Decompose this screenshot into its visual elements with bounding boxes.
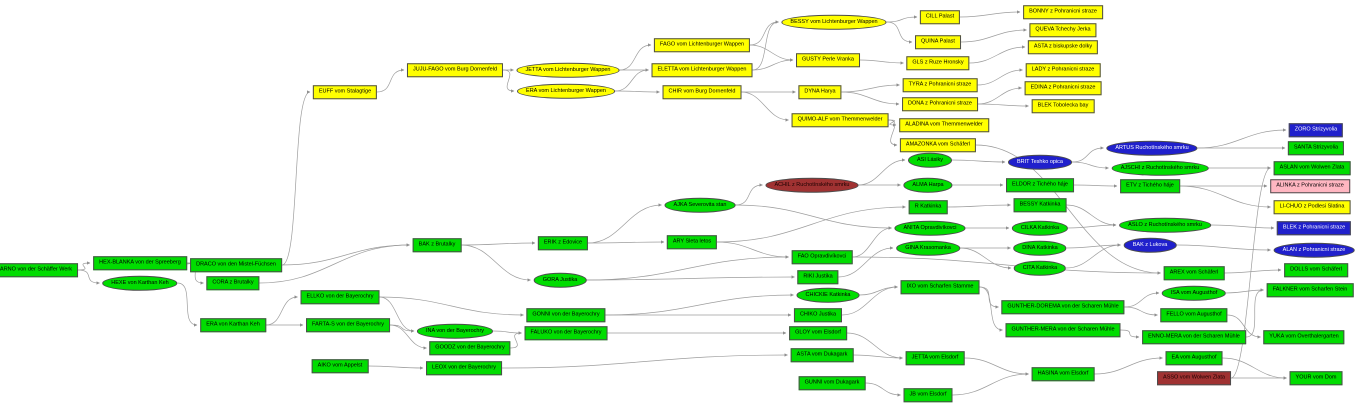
graph-node[interactable]: GONNI von der Bayerochry <box>526 308 606 322</box>
graph-node[interactable]: LI-CHUO z Podlesi Slatina <box>1273 200 1351 214</box>
graph-node[interactable]: ELETTA vom Lichtenburger Wappen <box>651 63 753 77</box>
graph-node[interactable]: ERA vom Lichtenburger Wappen <box>517 83 615 99</box>
graph-node[interactable]: ASTA vom Dukagark <box>790 348 854 362</box>
graph-node[interactable]: GUNNI vom Dukagark <box>798 376 866 390</box>
graph-node[interactable]: BESSY vom Lichtenburger Wappen <box>781 14 887 30</box>
graph-node[interactable]: HEXE von Karthan Keh <box>102 275 178 291</box>
graph-node[interactable]: ASI Lásiky <box>908 152 952 168</box>
graph-node[interactable]: ALADINA vom Themmenwelder <box>899 118 989 132</box>
graph-node[interactable]: R Katkinka <box>908 200 948 214</box>
graph-node[interactable]: GOODZ von der Bayerochry <box>429 341 511 355</box>
graph-node[interactable]: DRACO von den Mistel-Füchsen <box>190 258 282 272</box>
graph-node[interactable]: HEX-BLANKA von der Spreeberg <box>93 256 187 270</box>
graph-node[interactable]: TYRA z Pohranicni straze <box>902 78 978 92</box>
graph-node[interactable]: GLOY vom Elsdorf <box>789 326 847 340</box>
graph-node[interactable]: CORA z Brutalky <box>206 276 260 290</box>
graph-node[interactable]: BRIT Teshko opica <box>1008 154 1072 170</box>
graph-node[interactable]: GUSTY Perle Vranka <box>796 53 860 67</box>
graph-node[interactable]: BONNY z Pohranicni straze <box>1023 5 1103 19</box>
graph-node[interactable]: ALINKA z Pohranicni straze <box>1270 179 1350 193</box>
graph-node[interactable]: ASLAN vom Wolwen Zlata <box>1273 161 1351 175</box>
graph-node[interactable]: HASINA vom Elsdorf <box>1031 367 1095 381</box>
graph-node[interactable]: CHICKIE Katkinka <box>796 287 860 303</box>
graph-node[interactable]: ARNO von der Schäffer Werk <box>0 263 78 277</box>
graph-node[interactable]: GUNTHER-DOREMA von der Scharen Mühle <box>1001 300 1125 314</box>
graph-node[interactable]: ASTA z biskupske dolky <box>1027 40 1099 54</box>
graph-node[interactable]: IXO vom Scharfen Stamme <box>900 280 980 294</box>
graph-node[interactable]: DYNA Harya <box>798 85 842 99</box>
graph-node[interactable]: ETV z Tichého háje <box>1120 179 1180 193</box>
graph-node[interactable]: FAGO vom Lichtenburger Wappen <box>653 38 751 52</box>
graph-node[interactable]: AREX vom Schäferl <box>1163 266 1225 280</box>
graph-node[interactable]: RIKI Justika <box>797 270 839 284</box>
graph-node[interactable]: EUFF vom Stalagtige <box>312 85 378 99</box>
graph-node[interactable]: ENNO-MERA von der Scharen Mühle <box>1142 330 1246 344</box>
graph-node[interactable]: ELDOR z Tichého háje <box>1006 178 1074 192</box>
graph-node[interactable]: FARTA-S von der Bayerochry <box>306 318 390 332</box>
graph-node[interactable]: BLEK Tobolecka bay <box>1031 99 1095 113</box>
graph-node[interactable]: ACHIL z Ruchotínského smrku <box>765 177 859 193</box>
graph-node[interactable]: BAK z Brutalky <box>412 238 462 252</box>
graph-node[interactable]: GINA Krasomanka <box>896 240 960 256</box>
graph-node[interactable]: ARY Sleta letos <box>666 235 718 249</box>
graph-node[interactable]: CHIKO Justika <box>793 308 843 322</box>
graph-node[interactable]: FALUKO von der Bayerochry <box>524 326 608 340</box>
graph-node[interactable]: ASLO z Ruchotínského smrku <box>1119 217 1211 233</box>
graph-node[interactable]: ERIK z Edovice <box>537 236 589 250</box>
graph-node[interactable]: JUJU-FAGO vom Burg Dornenfeld <box>406 63 504 77</box>
graph-node[interactable]: DONA z Pohranicni straze <box>902 97 978 111</box>
graph-node[interactable]: JETTA vom Lichtenburger Wappen <box>516 62 620 78</box>
graph-node[interactable]: SANTA Strizyvolia <box>1287 141 1345 155</box>
graph-node[interactable]: GORA Justika <box>533 272 587 288</box>
graph-node[interactable]: GLS z Ruze Hronsky <box>906 56 970 70</box>
graph-node[interactable]: JETTA vom Elsdorf <box>905 351 965 365</box>
graph-node[interactable]: ANITA Opravdivíkovci <box>894 220 966 236</box>
graph-node[interactable]: BLEK z Pohranicni straze <box>1276 221 1352 235</box>
graph-node[interactable]: BAK z Lukova <box>1123 237 1177 253</box>
graph-node[interactable]: QUINA Palast <box>915 35 961 49</box>
graph-node[interactable]: FALKNER vom Scharfen Stein <box>1266 283 1354 297</box>
graph-node[interactable]: FAO Opravdivíkovci <box>791 250 853 264</box>
graph-node[interactable]: GUNTHER-MERA von der Scharen Mühle <box>1005 323 1121 337</box>
graph-node[interactable]: ARTUS Ruchotínského smrku <box>1106 140 1198 156</box>
graph-node[interactable]: ASSO vom Wolwen Zlata <box>1157 371 1231 385</box>
graph-node[interactable]: DOLLS vom Schäferl <box>1284 263 1348 277</box>
graph-node[interactable]: AJSCHI z Ruchotínského smrku <box>1111 160 1209 176</box>
graph-node[interactable]: ERA von Karthan Keh <box>200 318 266 332</box>
graph-node[interactable]: LADY z Pohranicni straze <box>1025 63 1101 77</box>
graph-node[interactable]: CILKA Katkinka <box>1011 220 1069 236</box>
graph-node[interactable]: FELLO vom Augusthof <box>1160 308 1228 322</box>
graph-node[interactable]: YOUR vom Dom <box>1289 371 1343 385</box>
graph-node[interactable]: AMAZONKA vom Schäferl <box>899 138 977 152</box>
graph-node[interactable]: EDINA z Pohranicni straze <box>1024 81 1102 95</box>
graph-node[interactable]: EA vom Augusthof <box>1165 351 1223 365</box>
graph-node[interactable]: JB vom Elsdorf <box>903 388 953 402</box>
graph-node[interactable]: AIKO vom Appelst <box>311 359 369 373</box>
graph-node[interactable]: CHIR vom Burg Dornenfeld <box>662 85 742 99</box>
graph-node[interactable]: ISA vom Augusthof <box>1161 285 1227 301</box>
graph-node[interactable]: LEOX von der Bayerochry <box>426 361 502 375</box>
graph-node[interactable]: ALMA Harpa <box>903 177 953 193</box>
graph-node[interactable]: CILL Palast <box>919 10 961 24</box>
graph-node[interactable]: QUIMO-ALF vom Themmenwelder <box>791 113 889 127</box>
graph-node[interactable]: QUEVA Tchechy Jerka <box>1029 23 1097 37</box>
graph-node[interactable]: ELLKO von der Bayerochry <box>300 290 380 304</box>
graph-node[interactable]: DINA Katkinka <box>1013 240 1067 256</box>
graph-node[interactable]: ZORO Strizyvolia <box>1288 123 1344 137</box>
graph-node[interactable]: AJKA Severovita stan <box>664 197 736 213</box>
graph-node[interactable]: ALAN z Pohranicni straze <box>1273 242 1355 258</box>
graph-node[interactable]: CITA Katkinka <box>1013 260 1067 276</box>
graph-node[interactable]: INA von der Bayerochry <box>416 323 494 339</box>
graph-node[interactable]: YUKA vom Overthalergarten <box>1263 330 1345 344</box>
graph-node[interactable]: BESSY Katkinka <box>1013 198 1067 212</box>
